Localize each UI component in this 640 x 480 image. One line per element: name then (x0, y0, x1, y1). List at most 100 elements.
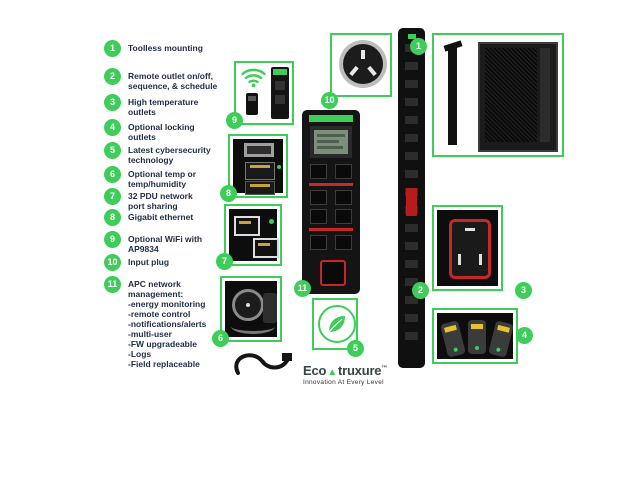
feature-item-5: 5 Latest cybersecurity technology (104, 142, 211, 165)
c13-outlet (310, 164, 327, 179)
c13-outlet (310, 190, 327, 205)
c13-outlet (310, 235, 327, 250)
feature-label: Optional locking outlets (128, 122, 195, 142)
rack-mesh-door (485, 48, 537, 142)
feature-label: High temperature outlets (128, 97, 199, 117)
feature-number-badge: 5 (104, 142, 121, 159)
locking-plug (488, 320, 514, 358)
c13-outlet (335, 235, 352, 250)
c13-outlet (335, 164, 352, 179)
c13-outlet (335, 209, 352, 224)
status-led (269, 219, 274, 224)
locking-outlets-callout-box (432, 308, 518, 364)
wifi-icon (241, 68, 266, 88)
apc-brand-strip (309, 115, 353, 122)
ecostruxure-wordmark: Eco▲truxure™ (303, 363, 387, 378)
rack-side-panel (540, 48, 550, 142)
locking-plug (468, 320, 486, 354)
feature-item-6: 6 Optional temp or temp/humidity (104, 166, 196, 189)
feature-number-badge: 11 (104, 276, 121, 293)
feature-number-badge: 3 (104, 94, 121, 111)
callout-badge-10: 10 (321, 92, 338, 109)
rj45-pins (250, 184, 270, 187)
rj45-pins (250, 165, 270, 168)
feature-label: Input plug (128, 257, 170, 267)
mini-pdu-top (271, 67, 289, 119)
strip-display (406, 188, 417, 216)
lcd-line (317, 140, 339, 143)
locking-lever (471, 324, 483, 329)
plug-prong (361, 50, 365, 59)
ecostruxure-triangle-icon: ▲ (327, 367, 337, 378)
rj45-pins (239, 221, 251, 224)
plug-ring (339, 40, 387, 88)
rack-cabinet (478, 42, 558, 152)
callout-badge-11: 11 (294, 280, 311, 297)
locking-lever (444, 324, 457, 333)
locking-indicator (475, 346, 479, 350)
outlet-slot (465, 228, 475, 231)
feature-number-badge: 1 (104, 40, 121, 57)
rj45-port (245, 181, 275, 195)
feature-number-badge: 8 (104, 209, 121, 226)
logo-part-truxure: truxure (337, 363, 382, 378)
callout-badge-4: 4 (516, 327, 533, 344)
port-sharing-callout-box (224, 204, 282, 266)
c19-outlet (320, 260, 346, 286)
callout-badge-6: 6 (212, 330, 229, 347)
mounting-callout-box (432, 33, 564, 157)
logo-tagline: Innovation At Every Level (303, 379, 384, 386)
rj45-port (253, 238, 279, 258)
mounting-pole (448, 45, 457, 145)
feature-label: Gigabit ethernet (128, 212, 194, 222)
feature-number-badge: 4 (104, 119, 121, 136)
locking-indicator (495, 347, 501, 353)
feature-number-badge: 2 (104, 68, 121, 85)
feature-label: Latest cybersecurity technology (128, 145, 211, 165)
feature-item-4: 4 Optional locking outlets (104, 119, 195, 142)
callout-badge-3: 3 (515, 282, 532, 299)
leaf-circle (318, 305, 356, 343)
input-plug-callout-box (330, 33, 392, 97)
callout-badge-1: 1 (410, 38, 427, 55)
lcd-screen (314, 130, 348, 154)
callout-badge-7: 7 (216, 253, 233, 270)
feature-number-badge: 9 (104, 231, 121, 248)
sensor-callout-box (220, 276, 282, 342)
feature-item-10: 10 Input plug (104, 254, 169, 271)
feature-item-11: 11 APC network management: -energy monit… (104, 276, 206, 369)
sensor-dot (246, 303, 250, 307)
ethernet-callout-box (228, 134, 288, 198)
feature-label: 32 PDU network port sharing (128, 191, 193, 211)
pdu-display-section (302, 110, 360, 294)
c19-outlet-face (449, 219, 491, 279)
locking-indicator (453, 347, 459, 353)
rj45-port (245, 162, 275, 180)
red-accent (309, 228, 353, 231)
plug-prong (367, 65, 377, 77)
usb-port-slot (247, 146, 271, 154)
feature-number-badge: 10 (104, 254, 121, 271)
callout-badge-9: 9 (226, 112, 243, 129)
locking-panel (437, 313, 514, 359)
c13-outlet (335, 190, 352, 205)
lcd-line (317, 134, 345, 137)
feature-label: Optional WiFi with AP9834 (128, 234, 203, 254)
full-pdu-strip (398, 28, 425, 368)
rj45-port (234, 216, 260, 236)
feature-number-badge: 7 (104, 188, 121, 205)
ecostruxure-logo: Eco▲truxure™ Innovation At Every Level (303, 363, 387, 386)
plug-face (343, 44, 383, 84)
rj45-pins (258, 243, 270, 246)
strip-brand (408, 34, 416, 39)
sensor-cable (231, 319, 275, 334)
feature-label: Remote outlet on/off, sequence, & schedu… (128, 71, 218, 91)
leaf-icon (328, 316, 345, 333)
sensor-grommet (232, 289, 264, 321)
feature-item-2: 2 Remote outlet on/off, sequence, & sche… (104, 68, 217, 91)
outlet-callout-box (432, 205, 503, 291)
dongle-connector (248, 96, 256, 101)
plug-prong (349, 65, 359, 77)
usb-port (244, 143, 274, 157)
